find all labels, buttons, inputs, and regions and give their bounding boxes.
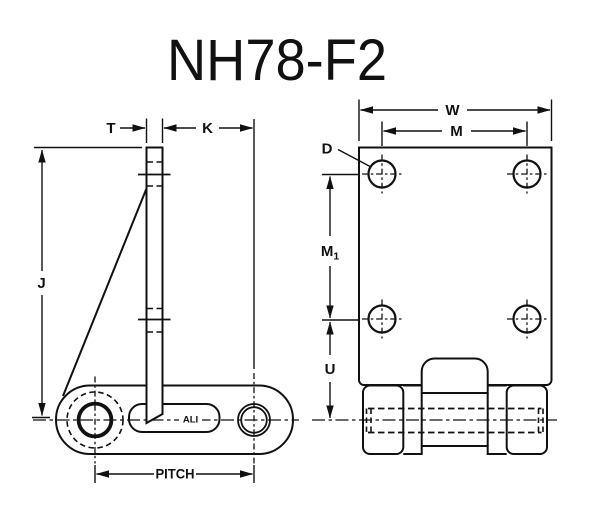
m1-label-sub: 1 <box>333 251 339 263</box>
dimension-pitch: PITCH <box>94 465 255 483</box>
dimension-j: J <box>32 146 142 419</box>
m-label: M <box>450 123 463 140</box>
j-label: J <box>37 275 45 292</box>
w-extension-lines <box>358 99 553 141</box>
m1-label-base: M <box>321 243 334 260</box>
dimension-k: K <box>163 119 255 369</box>
attachment-plate <box>145 146 164 425</box>
hole-crosshairs <box>362 154 547 339</box>
hidden-pin-lines <box>368 407 542 434</box>
marking-slot <box>128 403 221 433</box>
m1-extension-lines <box>322 173 358 321</box>
pitch-label: PITCH <box>156 466 195 482</box>
t-label: T <box>106 120 115 137</box>
m-extension-lines <box>381 121 528 146</box>
page-title: NH78-F2 <box>167 28 387 93</box>
roller-dashed-circle <box>66 391 124 449</box>
flat-plate-outline <box>358 146 553 386</box>
pitch-extension-lines <box>94 465 255 483</box>
d-leader-line <box>337 148 372 168</box>
dimension-u: U <box>325 321 336 419</box>
plate-edge-diagonal <box>62 188 148 397</box>
front-view: W M D M1 U <box>312 99 557 455</box>
bent-tab <box>420 357 489 394</box>
side-view: T K J PITCH ALI <box>32 118 299 483</box>
m1-label: M1 <box>321 243 340 263</box>
plate-seam-lines <box>138 173 171 321</box>
bolt-holes <box>362 154 547 339</box>
k-label: K <box>202 120 213 137</box>
dimension-m: M <box>381 121 528 146</box>
dimension-m1: M1 <box>321 173 358 321</box>
link-bottom-edge <box>403 445 507 455</box>
dimension-t: T <box>106 118 164 143</box>
callout-d: D <box>322 141 372 168</box>
dimension-w: W <box>358 99 553 141</box>
mark-backing <box>179 413 202 425</box>
d-label: D <box>322 141 333 158</box>
plate-mark-text: ALI <box>183 415 198 426</box>
t-extension-lines <box>145 118 164 143</box>
u-label: U <box>325 361 336 378</box>
w-label: W <box>445 102 460 119</box>
